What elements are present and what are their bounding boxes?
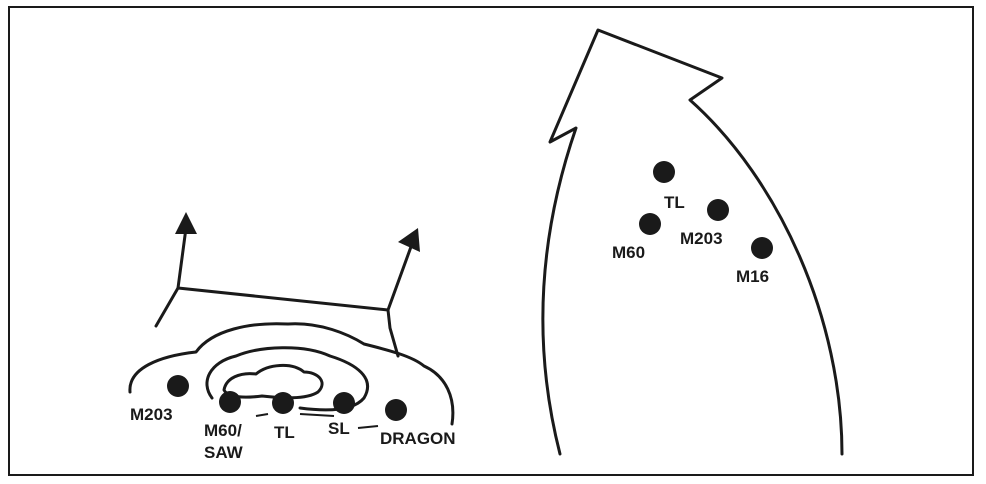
position-dot-m60-saw — [219, 391, 241, 413]
connector-dash — [299, 413, 335, 417]
position-dot-tl — [272, 392, 294, 414]
position-dot-m203 — [707, 199, 729, 221]
right-sector-line — [386, 242, 414, 312]
label-m60: M60/ — [204, 421, 242, 440]
connector-dash — [357, 425, 379, 429]
right-formation — [541, 28, 844, 456]
left-sector-line — [176, 286, 390, 312]
label-tl: TL — [274, 423, 295, 442]
position-dot-dragon — [385, 399, 407, 421]
position-dot-tl — [653, 161, 675, 183]
right-sector-line — [386, 308, 400, 358]
position-dot-m203 — [167, 375, 189, 397]
label-m16: M16 — [736, 267, 769, 286]
left-sector-line — [154, 226, 188, 328]
diagram-frame — [8, 6, 974, 476]
terrain-contour-inner — [222, 364, 324, 400]
position-dot-sl — [333, 392, 355, 414]
label-m203: M203 — [130, 405, 173, 424]
label-saw: SAW — [204, 443, 244, 462]
label-tl: TL — [664, 193, 685, 212]
label-dragon: DRAGON — [380, 429, 456, 448]
label-m203: M203 — [680, 229, 723, 248]
arrowheads — [175, 212, 420, 252]
left-arrowhead — [175, 212, 197, 234]
terrain-contour-outer — [128, 322, 455, 426]
position-dot-m16 — [751, 237, 773, 259]
connector-dash — [255, 413, 269, 417]
position-dot-m60 — [639, 213, 661, 235]
right-arrowhead — [398, 228, 420, 252]
label-m60: M60 — [612, 243, 645, 262]
label-sl: SL — [328, 419, 350, 438]
advance-arrow — [541, 28, 844, 456]
